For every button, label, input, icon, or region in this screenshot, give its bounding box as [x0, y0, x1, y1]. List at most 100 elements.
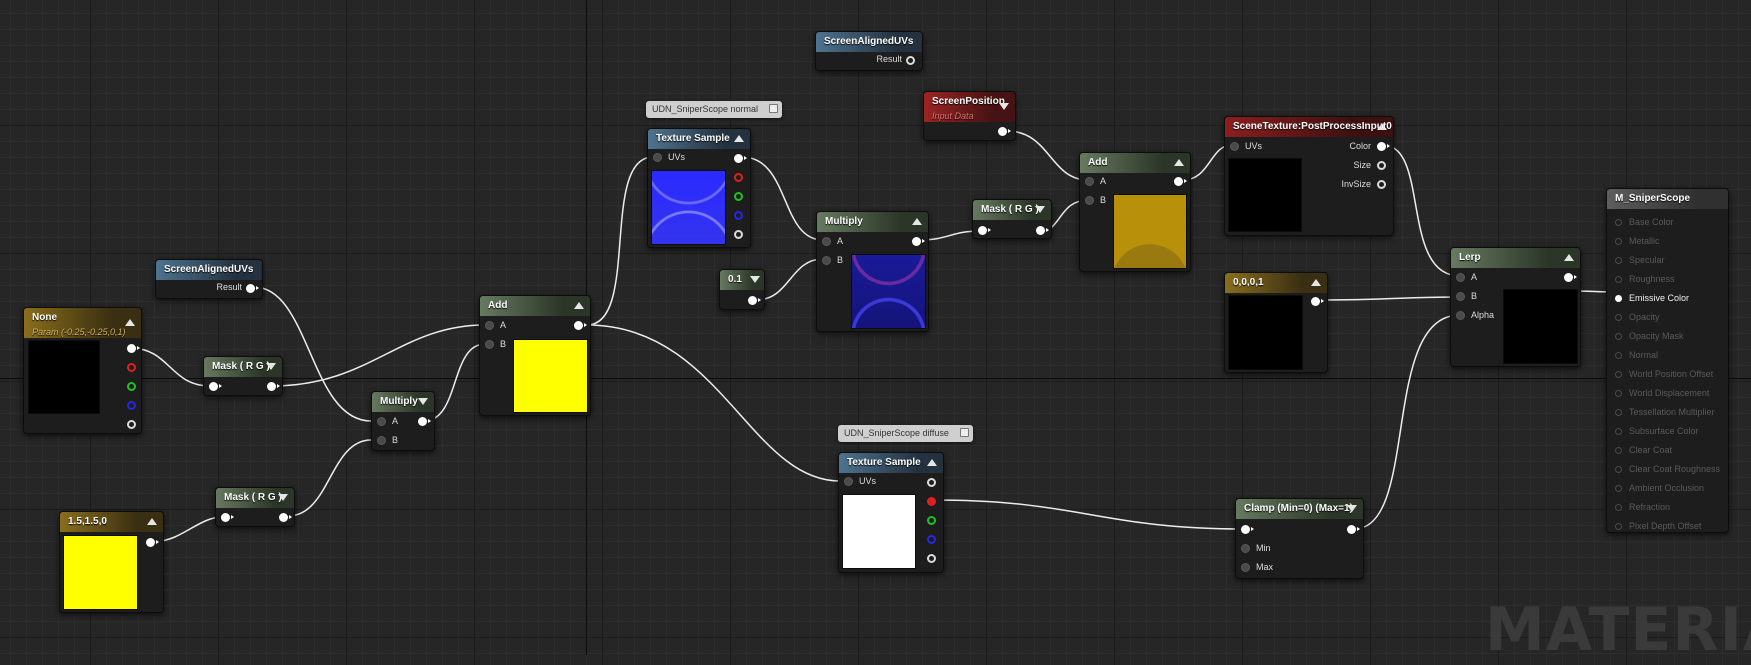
pin-dot-icon[interactable]	[1615, 428, 1622, 435]
screen-aligned-uvs-node[interactable]: ScreenAlignedUVs Result	[155, 259, 263, 299]
input-pin-b[interactable]	[1085, 196, 1094, 205]
node-header[interactable]: Add	[480, 296, 590, 316]
material-input-pin[interactable]: Roughness	[1615, 274, 1675, 284]
input-pin-b[interactable]	[485, 340, 494, 349]
output-pin[interactable]	[127, 344, 140, 353]
node-header[interactable]: 0.1	[720, 270, 764, 290]
comment-pin-icon[interactable]	[769, 104, 779, 113]
scene-texture-node[interactable]: SceneTexture:PostProcessInput0 UVs Color…	[1224, 116, 1394, 236]
collapse-arrow-icon[interactable]	[1311, 279, 1321, 286]
pin-dot-icon[interactable]	[1615, 447, 1622, 454]
material-input-pin[interactable]: World Position Offset	[1615, 369, 1713, 379]
input-pin-a[interactable]	[822, 237, 831, 246]
material-input-pin[interactable]: World Displacement	[1615, 388, 1709, 398]
screen-position-node[interactable]: ScreenPosition Input Data	[923, 91, 1016, 141]
material-input-pin[interactable]: Opacity Mask	[1615, 331, 1684, 341]
input-pin-a[interactable]	[1085, 177, 1094, 186]
collapse-arrow-icon[interactable]	[912, 218, 922, 225]
input-pin[interactable]	[978, 226, 991, 235]
r-output-pin[interactable]	[734, 173, 743, 182]
mask-rg-node[interactable]: Mask ( R G )	[203, 356, 283, 396]
input-pin-alpha[interactable]	[1456, 311, 1465, 320]
pin-dot-icon[interactable]	[1615, 352, 1622, 359]
collapse-arrow-icon[interactable]	[1174, 159, 1184, 166]
node-header[interactable]: Mask ( R G )	[973, 200, 1051, 220]
output-pin[interactable]	[1311, 297, 1324, 306]
pin-dot-icon[interactable]	[1615, 257, 1622, 264]
clamp-node[interactable]: Clamp (Min=0) (Max=1) Min Max	[1235, 498, 1364, 579]
pin-dot-icon[interactable]	[1615, 466, 1622, 473]
constant-node[interactable]: 1.5,1.5,0	[59, 511, 164, 613]
material-input-pin[interactable]: Tessellation Multiplier	[1615, 407, 1715, 417]
multiply-node[interactable]: Multiply A B	[816, 211, 929, 332]
material-input-pin[interactable]: Normal	[1615, 350, 1658, 360]
node-header[interactable]: Mask ( R G )	[216, 488, 294, 508]
collapse-arrow-icon[interactable]	[1347, 505, 1357, 512]
pin-dot-icon[interactable]	[1615, 504, 1622, 511]
output-pin[interactable]	[267, 382, 280, 391]
texture-sample-node[interactable]: Texture Sample UVs	[838, 452, 944, 573]
node-header[interactable]: ScreenAlignedUVs	[816, 32, 922, 52]
collapse-arrow-icon[interactable]	[125, 319, 135, 326]
min-input-pin[interactable]	[1241, 544, 1250, 553]
mask-rg-node[interactable]: Mask ( R G )	[215, 487, 295, 527]
input-pin[interactable]	[209, 382, 222, 391]
pin-dot-icon[interactable]	[1615, 390, 1622, 397]
output-pin[interactable]	[574, 321, 587, 330]
collapse-arrow-icon[interactable]	[418, 398, 428, 405]
collapse-arrow-icon[interactable]	[1377, 123, 1387, 130]
collapse-arrow-icon[interactable]	[278, 494, 288, 501]
g-output-pin[interactable]	[927, 516, 936, 525]
node-header[interactable]: SceneTexture:PostProcessInput0	[1225, 117, 1393, 137]
node-comment[interactable]: UDN_SniperScope normal	[646, 101, 783, 118]
multiply-node[interactable]: Multiply A B	[371, 391, 435, 451]
a-output-pin[interactable]	[927, 554, 936, 563]
input-pin-b[interactable]	[377, 436, 386, 445]
collapse-arrow-icon[interactable]	[734, 135, 744, 142]
size-output-pin[interactable]	[1377, 161, 1386, 170]
output-pin[interactable]	[279, 513, 292, 522]
material-input-pin[interactable]: Opacity	[1615, 312, 1660, 322]
pin-dot-icon[interactable]	[1615, 219, 1622, 226]
pin-dot-icon[interactable]	[1615, 409, 1622, 416]
color-output-pin[interactable]	[1377, 142, 1390, 151]
collapse-arrow-icon[interactable]	[1035, 206, 1045, 213]
param-node-none[interactable]: None Param (-0.25,-0.25,0,1)	[23, 307, 142, 434]
node-header[interactable]: 0,0,0,1	[1225, 273, 1327, 293]
output-pin[interactable]	[998, 127, 1011, 136]
node-header[interactable]: Clamp (Min=0) (Max=1)	[1236, 499, 1363, 519]
constant-node[interactable]: 0.1	[719, 269, 765, 310]
node-header[interactable]: ScreenPosition Input Data	[924, 92, 1015, 122]
node-header[interactable]: None Param (-0.25,-0.25,0,1)	[24, 308, 141, 338]
output-pin-blue[interactable]	[127, 401, 136, 410]
node-header[interactable]: Multiply	[372, 392, 434, 412]
pin-dot-icon[interactable]	[1615, 314, 1622, 321]
add-node[interactable]: Add A B	[1079, 152, 1191, 272]
rgb-output-pin[interactable]	[734, 154, 747, 163]
node-header[interactable]: Mask ( R G )	[204, 357, 282, 377]
constant-node[interactable]: 0,0,0,1	[1224, 272, 1328, 373]
mask-rg-node[interactable]: Mask ( R G )	[972, 199, 1052, 239]
material-input-pin[interactable]: Metallic	[1615, 236, 1660, 246]
material-input-pin[interactable]: Pixel Depth Offset	[1615, 521, 1701, 531]
input-pin-a[interactable]	[1456, 273, 1465, 282]
uvs-input-pin[interactable]	[653, 153, 662, 162]
output-pin[interactable]	[912, 237, 925, 246]
pin-dot-icon[interactable]	[1615, 333, 1622, 340]
output-pin[interactable]	[1036, 226, 1049, 235]
output-pin[interactable]	[418, 417, 431, 426]
material-input-pin[interactable]: Base Color	[1615, 217, 1674, 227]
material-input-pin[interactable]: Clear Coat Roughness	[1615, 464, 1720, 474]
input-pin-a[interactable]	[377, 417, 386, 426]
g-output-pin[interactable]	[734, 192, 743, 201]
result-output-pin[interactable]	[246, 284, 259, 293]
material-input-pin[interactable]: Subsurface Color	[1615, 426, 1699, 436]
b-output-pin[interactable]	[734, 211, 743, 220]
material-input-pin[interactable]: Refraction	[1615, 502, 1670, 512]
collapse-arrow-icon[interactable]	[999, 103, 1009, 110]
material-input-pin[interactable]: Clear Coat	[1615, 445, 1672, 455]
node-header[interactable]: M_SniperScope	[1607, 189, 1728, 209]
pin-dot-icon[interactable]	[1615, 523, 1622, 530]
output-pin[interactable]	[748, 296, 761, 305]
